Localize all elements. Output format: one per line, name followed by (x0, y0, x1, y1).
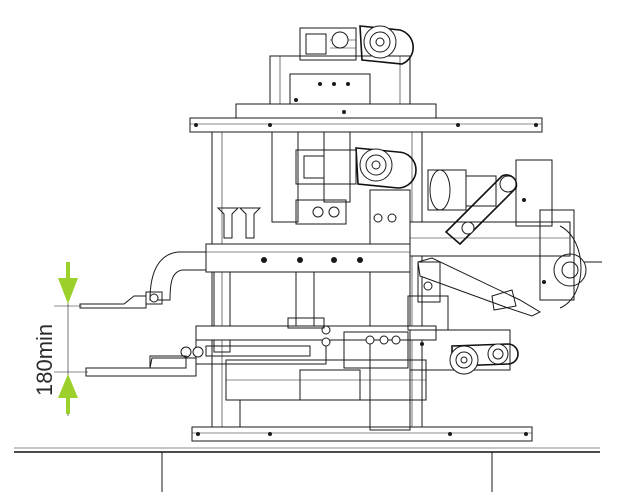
top-plate (189, 117, 543, 133)
right-motor-unit (409, 159, 602, 309)
column-frame (211, 131, 427, 428)
top-belt-pulley (331, 25, 414, 65)
left-clamp (145, 251, 207, 305)
bottom-plate (191, 426, 533, 442)
lower-feed-plate (85, 355, 197, 377)
mid-guides (271, 131, 411, 431)
dimension-arrow-bottom (58, 374, 78, 398)
lower-slide (180, 317, 437, 369)
dimension-180min: 180min (32, 262, 88, 416)
dimension-label: 180min (32, 324, 57, 396)
dimension-arrow-top (58, 278, 78, 304)
lower-rollers (409, 329, 519, 375)
upper-feed-plate (79, 295, 147, 309)
upper-tower (235, 27, 437, 119)
main-beam (205, 243, 411, 353)
mid-belt-pulley (295, 147, 417, 189)
base-table (14, 447, 600, 492)
punch-pins (216, 207, 262, 239)
angled-arm (407, 257, 542, 331)
